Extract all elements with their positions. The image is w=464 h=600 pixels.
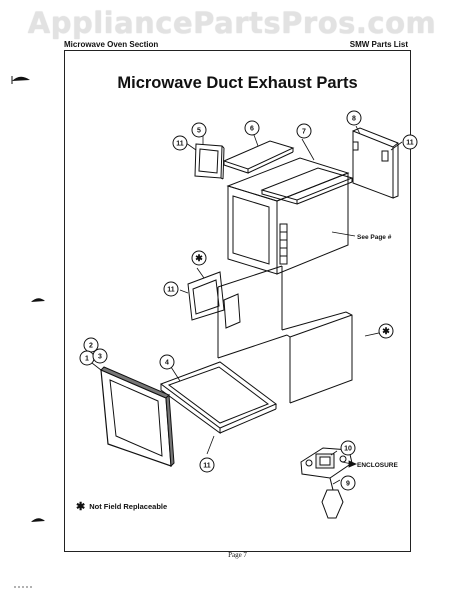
callout-not-field-replaceable: ✱ [382, 326, 390, 336]
not-field-replaceable-note: ✱Not Field Replaceable [76, 500, 167, 513]
section-header: Microwave Oven Section [64, 40, 159, 49]
callout-9: 9 [346, 481, 350, 488]
binder-hole-mark [11, 76, 30, 84]
leader-lines [91, 125, 403, 485]
microwave-oven [226, 157, 350, 275]
asterisk-icon: ✱ [76, 501, 86, 513]
callout-not-field-replaceable: ✱ [195, 253, 203, 263]
watermark: AppliancePartsPros.com [27, 6, 437, 40]
enclosure-label: ENCLOSURE [357, 462, 398, 469]
callout-7: 7 [302, 129, 306, 136]
part-6-plate [222, 140, 295, 174]
corner-mark [14, 586, 34, 588]
see-page-label: See Page # [357, 234, 392, 241]
page-number: Page 7 [228, 551, 247, 559]
callout-11: 11 [167, 287, 175, 294]
callout-10: 10 [344, 446, 352, 453]
vent-panel [187, 271, 225, 321]
callout-8: 8 [352, 116, 356, 123]
side-bracket [223, 293, 241, 329]
callout-2: 2 [89, 343, 93, 350]
callout-5: 5 [197, 128, 201, 135]
part-8-back-panel [352, 127, 399, 199]
callout-11: 11 [203, 463, 211, 470]
callout-11: 11 [176, 141, 184, 148]
callout-3: 3 [98, 354, 102, 361]
diagram-title: Microwave Duct Exhaust Parts [117, 74, 358, 92]
part-5-gasket-frame [194, 143, 225, 180]
enclosure-detail [300, 447, 353, 519]
part-4-bottom-tray [159, 361, 277, 434]
callout-circles [79, 110, 418, 491]
part-7-top-cover [260, 167, 354, 205]
callout-1: 1 [85, 356, 89, 363]
binder-hole-mark [31, 518, 45, 522]
front-door-frame [100, 366, 175, 468]
parts-list-header: SMW Parts List [349, 40, 408, 49]
note-text: Not Field Replaceable [89, 502, 168, 511]
callout-11: 11 [406, 140, 414, 147]
callout-6: 6 [250, 126, 254, 133]
binder-hole-mark [31, 298, 45, 302]
cabinet-enclosure [217, 265, 353, 404]
callout-4: 4 [165, 360, 169, 367]
page-frame [64, 50, 411, 552]
